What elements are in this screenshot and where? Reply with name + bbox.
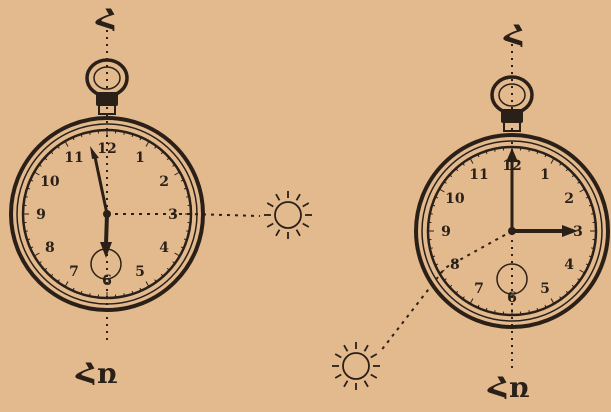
sun-ray bbox=[276, 194, 280, 200]
sun-ray bbox=[303, 224, 309, 228]
dial-numeral-11: 11 bbox=[469, 167, 488, 183]
minute-tick bbox=[65, 282, 68, 287]
sun-ray bbox=[276, 230, 280, 236]
sun-ray bbox=[344, 381, 348, 387]
sun-disc bbox=[343, 353, 369, 379]
sun-icon bbox=[332, 342, 380, 390]
dial-numeral-9: 9 bbox=[36, 207, 46, 223]
minute-tick bbox=[430, 214, 433, 215]
minute-tick bbox=[430, 248, 433, 249]
minute-tick bbox=[186, 197, 189, 198]
minute-tick bbox=[124, 132, 125, 135]
sun-ray bbox=[297, 194, 301, 200]
dial-numeral-10: 10 bbox=[445, 191, 465, 207]
left-bottom-label: Հռ bbox=[76, 360, 117, 388]
hands-pivot bbox=[508, 227, 516, 235]
dial-numeral-5: 5 bbox=[540, 281, 550, 297]
sun-ray bbox=[335, 354, 341, 358]
sun-ray bbox=[335, 375, 341, 379]
sun-ray bbox=[344, 345, 348, 351]
dial-numeral-8: 8 bbox=[450, 257, 460, 273]
minute-tick bbox=[439, 189, 444, 192]
minute-tick bbox=[591, 248, 594, 249]
minute-tick bbox=[495, 310, 496, 313]
sun-ray-dotted-line bbox=[107, 214, 260, 216]
minute-tick bbox=[146, 282, 149, 287]
sun-disc bbox=[275, 202, 301, 228]
minute-tick bbox=[146, 141, 149, 146]
sun-ray bbox=[267, 203, 273, 207]
minute-hand-tip bbox=[506, 148, 518, 162]
right-top-label: Հ bbox=[504, 22, 525, 50]
dial-numeral-4: 4 bbox=[564, 257, 574, 273]
minute-tick bbox=[25, 197, 28, 198]
dial-numeral-4: 4 bbox=[159, 240, 169, 256]
minute-tick bbox=[65, 141, 68, 146]
sun-icon bbox=[264, 191, 312, 239]
sun-ray bbox=[371, 375, 377, 379]
minute-tick bbox=[25, 231, 28, 232]
sun-ray bbox=[365, 345, 369, 351]
dial-numeral-11: 11 bbox=[64, 150, 83, 166]
minute-tick bbox=[124, 293, 125, 296]
left-pocket-watch: 121234567891011 bbox=[11, 30, 312, 340]
hour-hand bbox=[106, 214, 107, 244]
minute-tick bbox=[551, 299, 554, 304]
minute-tick bbox=[90, 293, 91, 296]
sun-ray bbox=[297, 230, 301, 236]
right-bottom-label: Հռ bbox=[488, 374, 529, 402]
dial-numeral-1: 1 bbox=[540, 167, 550, 183]
minute-tick bbox=[529, 310, 530, 313]
minute-tick bbox=[90, 132, 91, 135]
minute-tick bbox=[551, 158, 554, 163]
dial-numeral-7: 7 bbox=[69, 264, 79, 280]
minute-tick bbox=[495, 149, 496, 152]
dial-numeral-9: 9 bbox=[441, 224, 451, 240]
minute-tick bbox=[580, 189, 585, 192]
dial-numeral-7: 7 bbox=[474, 281, 484, 297]
minute-tick bbox=[591, 214, 594, 215]
dial-numeral-12: 12 bbox=[97, 141, 116, 157]
dial-numeral-5: 5 bbox=[135, 264, 145, 280]
dial-numeral-2: 2 bbox=[159, 174, 169, 190]
dial-numeral-2: 2 bbox=[564, 191, 574, 207]
minute-tick bbox=[175, 172, 180, 175]
dial-numeral-8: 8 bbox=[45, 240, 55, 256]
minute-tick bbox=[186, 231, 189, 232]
minute-tick bbox=[470, 158, 473, 163]
dial-numeral-10: 10 bbox=[40, 174, 60, 190]
sun-ray bbox=[365, 381, 369, 387]
sun-ray bbox=[303, 203, 309, 207]
minute-tick bbox=[175, 253, 180, 256]
left-top-label: Հ bbox=[96, 6, 117, 34]
dial-numeral-6: 6 bbox=[102, 273, 112, 289]
dial-numeral-6: 6 bbox=[507, 290, 517, 306]
sun-ray bbox=[267, 224, 273, 228]
minute-tick bbox=[529, 149, 530, 152]
watch-bow-inner bbox=[94, 67, 120, 89]
minute-tick bbox=[34, 253, 39, 256]
dial-numeral-1: 1 bbox=[135, 150, 145, 166]
minute-tick bbox=[580, 270, 585, 273]
minute-hand bbox=[95, 157, 107, 214]
sun-ray bbox=[371, 354, 377, 358]
minute-tick bbox=[470, 299, 473, 304]
minute-tick bbox=[34, 172, 39, 175]
